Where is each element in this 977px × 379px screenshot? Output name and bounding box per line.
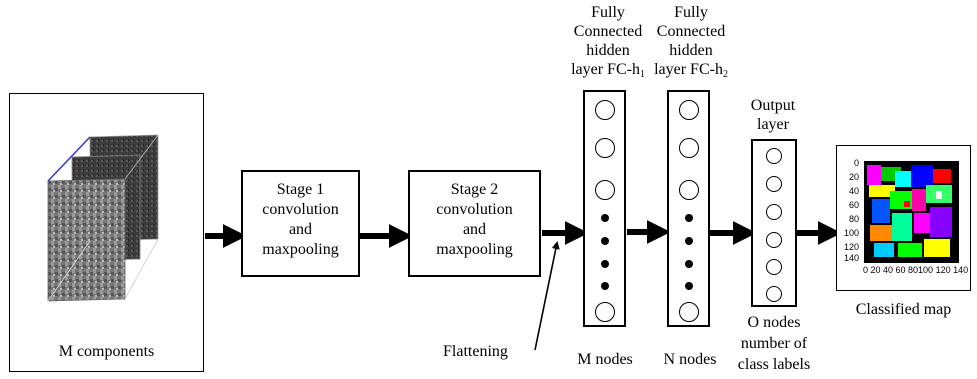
stage2-line-3: and (462, 221, 487, 238)
output-title: Output layer (734, 96, 812, 134)
output-node (766, 204, 782, 220)
output-node (766, 232, 782, 248)
fc2-title-line-3: hidden (669, 42, 713, 59)
stage2-line-2: convolution (436, 201, 513, 218)
stage1-line-4: maxpooling (262, 241, 339, 258)
fc2-title-prefix: layer FC-h (654, 61, 723, 78)
stage1-line-1: Stage 1 (276, 181, 325, 198)
fc1-node (595, 100, 615, 120)
stage2-box: Stage 2 convolution and maxpooling (408, 170, 541, 277)
fc1-title-line-3: hidden (586, 42, 630, 59)
map-y-tick: 40 (849, 186, 860, 196)
flattening-pointer (534, 241, 560, 351)
fc2-node (679, 302, 699, 322)
stage1-text: Stage 1 convolution and maxpooling (243, 180, 358, 260)
stage1-line-3: and (288, 221, 313, 238)
input-components-box: M components (9, 93, 204, 372)
fc1-title-line-2: Connected (573, 23, 643, 40)
output-node (766, 148, 782, 164)
fc2-ellipsis-dot (685, 260, 693, 268)
fc1-layer-box (583, 90, 626, 327)
fc1-title-subscript: 1 (639, 69, 645, 80)
stage2-line-1: Stage 2 (450, 181, 499, 198)
map-y-tick: 140 (844, 253, 860, 263)
output-title-line-1: Output (750, 97, 796, 114)
output-layer-box (751, 139, 797, 307)
fc2-title: Fully Connected hidden layer FC-h2 (641, 3, 741, 84)
fc2-ellipsis-dot (685, 214, 693, 222)
flattening-label: Flattening (443, 343, 508, 360)
fc2-ellipsis-dot (685, 282, 693, 290)
fc1-node (595, 138, 615, 158)
input-caption: M components (58, 343, 155, 360)
stacked-satellite-images (47, 134, 159, 302)
output-caption-line-1: O nodes (747, 314, 801, 331)
fc1-ellipsis-dot (601, 214, 609, 222)
fc2-title-line-2: Connected (656, 23, 726, 40)
classified-map-caption: Classified map (855, 301, 952, 318)
fc1-node (595, 302, 615, 322)
fc2-title-subscript: 2 (722, 69, 728, 80)
fc1-title-prefix: layer FC-h (571, 61, 640, 78)
fc2-ellipsis-dot (685, 237, 693, 245)
stage1-line-2: convolution (262, 201, 339, 218)
fc1-ellipsis-dot (601, 260, 609, 268)
output-node (766, 259, 782, 275)
classification-map-image (864, 161, 959, 263)
fc2-node (679, 100, 699, 120)
output-title-line-2: layer (757, 116, 789, 133)
fc2-node (679, 180, 699, 200)
map-x-ticks: 0 20 40 60 80100 120 140 (863, 265, 969, 275)
map-y-tick: 120 (844, 242, 860, 252)
map-y-tick: 100 (844, 228, 860, 238)
fc1-ellipsis-dot (601, 237, 609, 245)
map-y-tick: 20 (849, 172, 860, 182)
fc2-title-line-1: Fully (674, 4, 708, 21)
output-node (766, 286, 782, 302)
output-caption-line-2: number of (740, 335, 808, 352)
fc1-caption: M nodes (577, 351, 633, 368)
fc2-layer-box (667, 90, 710, 327)
fc2-node (679, 138, 699, 158)
fc1-title-line-1: Fully (591, 4, 625, 21)
fc1-title: Fully Connected hidden layer FC-h1 (558, 3, 658, 84)
fc1-title-line-4: layer FC-h1 (558, 60, 658, 84)
fc2-caption: N nodes (663, 351, 717, 368)
classified-map-box: 0 20 40 60 80 100 120 140 0 20 40 60 801… (836, 145, 971, 291)
output-caption: O nodes number of class labels (724, 312, 824, 375)
map-y-tick: 0 (854, 158, 860, 168)
fc2-title-line-4: layer FC-h2 (641, 60, 741, 84)
stage2-line-4: maxpooling (436, 241, 513, 258)
fc1-node (595, 180, 615, 200)
map-y-tick: 80 (849, 214, 860, 224)
output-caption-line-3: class labels (737, 356, 811, 373)
output-node (766, 176, 782, 192)
stage1-box: Stage 1 convolution and maxpooling (241, 170, 360, 277)
stage2-text: Stage 2 convolution and maxpooling (410, 180, 539, 260)
map-y-tick: 60 (849, 200, 860, 210)
fc1-ellipsis-dot (601, 282, 609, 290)
